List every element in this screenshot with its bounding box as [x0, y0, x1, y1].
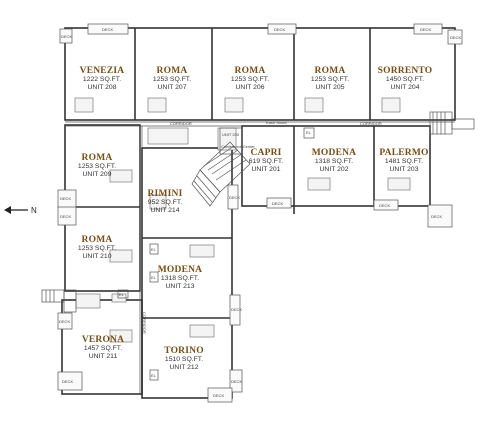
- unit-214: RIMINI 952 SQ.FT. UNIT 214: [148, 189, 183, 214]
- unit-size: 1253 SQ.FT.: [231, 76, 269, 83]
- service-areas: Trash Shoot UNIT 200 Conference Center E…: [117, 120, 315, 381]
- north-arrow: N: [4, 206, 37, 215]
- deck-label: DECK: [229, 195, 240, 200]
- unit-204: SORRENTO 1450 SQ.FT. UNIT 204: [378, 66, 433, 91]
- unit-210: ROMA 1253 SQ.FT. UNIT 210: [78, 235, 116, 260]
- unit-name: ROMA: [235, 66, 266, 76]
- unit-size: 1222 SQ.FT.: [83, 76, 121, 83]
- unit-name: MODENA: [312, 148, 356, 158]
- unit-name: ROMA: [315, 66, 346, 76]
- deck-label: DECK: [60, 196, 71, 201]
- unit-size: 1253 SQ.FT.: [78, 163, 116, 170]
- unit-name: ROMA: [82, 235, 113, 245]
- unit-number: UNIT 212: [170, 364, 199, 371]
- unit-212: TORINO 1510 SQ.FT. UNIT 212: [164, 346, 204, 371]
- unit-size: 1253 SQ.FT.: [311, 76, 349, 83]
- deck-label: DECK: [60, 214, 71, 219]
- unit-205: ROMA 1253 SQ.FT. UNIT 205: [311, 66, 349, 91]
- unit-206: ROMA 1253 SQ.FT. UNIT 206: [231, 66, 269, 91]
- deck-label: DECK: [274, 27, 285, 32]
- electrical-label: EL: [119, 292, 125, 297]
- unit-name: ROMA: [157, 66, 188, 76]
- unit-name: CAPRI: [250, 148, 281, 158]
- unit-213: MODENA 1318 SQ.FT. UNIT 213: [158, 265, 202, 290]
- unit-number: UNIT 209: [83, 171, 112, 178]
- corridor-label: CORRIDOR: [170, 121, 192, 126]
- deck-label: DECK: [431, 214, 442, 219]
- unit-203: PALERMO 1481 SQ.FT. UNIT 203: [379, 148, 428, 173]
- deck-label: DECK: [231, 307, 242, 312]
- unit-size: 619 SQ.FT.: [249, 158, 283, 165]
- unit-202: MODENA 1318 SQ.FT. UNIT 202: [312, 148, 356, 173]
- deck-label: DECK: [231, 379, 242, 384]
- unit-labels: VENEZIA 1222 SQ.FT. UNIT 208 ROMA 1253 S…: [78, 66, 432, 371]
- deck-label: DECK: [379, 203, 390, 208]
- north-label: N: [31, 206, 37, 215]
- unit-number: UNIT 206: [236, 84, 265, 91]
- unit-number: UNIT 207: [158, 84, 187, 91]
- unit-201: CAPRI 619 SQ.FT. UNIT 201: [249, 148, 283, 173]
- unit-name: TORINO: [164, 346, 204, 356]
- unit-number: UNIT 213: [166, 283, 195, 290]
- unit-211: VERONA 1457 SQ.FT. UNIT 211: [82, 335, 124, 360]
- corridor-labels: CORRIDOR CORRIDOR CORRIDOR: [142, 121, 382, 334]
- building-walls: [61, 27, 456, 399]
- unit-size: 1481 SQ.FT.: [385, 158, 423, 165]
- unit-name: PALERMO: [379, 148, 428, 158]
- unit-name: VERONA: [82, 335, 124, 345]
- conference-center-label: Conference Center: [221, 144, 255, 149]
- decks: [57, 23, 463, 403]
- unit-number: UNIT 211: [89, 353, 118, 360]
- conference-unit-label: UNIT 200: [222, 132, 240, 137]
- unit-name: MODENA: [158, 265, 202, 275]
- unit-number: UNIT 208: [88, 84, 117, 91]
- unit-size: 1457 SQ.FT.: [84, 345, 122, 352]
- unit-name: SORRENTO: [378, 66, 433, 76]
- unit-size: 952 SQ.FT.: [148, 199, 182, 206]
- deck-label: DECK: [213, 393, 224, 398]
- unit-name: RIMINI: [148, 189, 183, 199]
- electrical-label: EL: [151, 373, 157, 378]
- unit-208: VENEZIA 1222 SQ.FT. UNIT 208: [80, 66, 125, 91]
- deck-label: DECK: [62, 379, 73, 384]
- trash-shoot-label: Trash Shoot: [265, 120, 288, 125]
- deck-label: DECK: [420, 27, 431, 32]
- deck-label: DECK: [450, 35, 461, 40]
- corridor-label: CORRIDOR: [360, 121, 382, 126]
- electrical-label: EL: [306, 130, 312, 135]
- unit-size: 1510 SQ.FT.: [165, 356, 203, 363]
- unit-size: 1318 SQ.FT.: [161, 275, 199, 282]
- electrical-label: EL: [151, 275, 157, 280]
- end-stairs: [41, 111, 475, 313]
- deck-labels: DECK DECK DECK DECK DECK DECK DECK DECK …: [59, 27, 461, 398]
- deck-label: DECK: [102, 27, 113, 32]
- unit-number: UNIT 201: [252, 166, 281, 173]
- unit-number: UNIT 204: [391, 84, 420, 91]
- unit-number: UNIT 210: [83, 253, 112, 260]
- deck-label: DECK: [61, 34, 72, 39]
- deck-label: DECK: [59, 319, 70, 324]
- unit-number: UNIT 214: [151, 207, 180, 214]
- unit-207: ROMA 1253 SQ.FT. UNIT 207: [153, 66, 191, 91]
- unit-name: ROMA: [82, 153, 113, 163]
- electrical-label: EL: [151, 247, 157, 252]
- unit-number: UNIT 205: [316, 84, 345, 91]
- unit-name: VENEZIA: [80, 66, 125, 76]
- unit-size: 1318 SQ.FT.: [315, 158, 353, 165]
- unit-size: 1450 SQ.FT.: [386, 76, 424, 83]
- unit-size: 1253 SQ.FT.: [153, 76, 191, 83]
- unit-size: 1253 SQ.FT.: [78, 245, 116, 252]
- unit-number: UNIT 202: [320, 166, 349, 173]
- corridor-label: CORRIDOR: [142, 312, 147, 334]
- deck-label: DECK: [272, 201, 283, 206]
- unit-number: UNIT 203: [390, 166, 419, 173]
- unit-209: ROMA 1253 SQ.FT. UNIT 209: [78, 153, 116, 178]
